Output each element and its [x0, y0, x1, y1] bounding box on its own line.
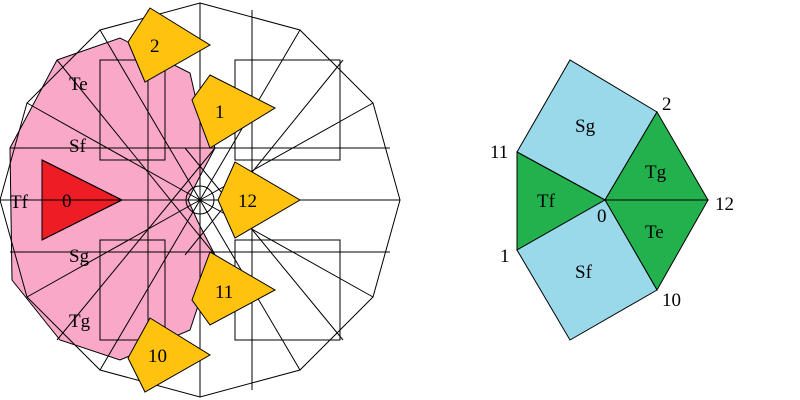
right-label-tg: Tg	[645, 162, 667, 183]
gold-triangle-2	[127, 7, 211, 83]
left-label-te: Te	[69, 74, 88, 95]
left-label-1: 1	[215, 102, 225, 123]
right-label-sg: Sg	[575, 116, 596, 137]
vertex-label-10: 10	[662, 290, 681, 311]
left-label-10: 10	[148, 346, 167, 367]
left-label-2: 2	[150, 36, 160, 57]
left-label-0: 0	[62, 191, 72, 212]
vertex-label-12: 12	[715, 194, 734, 215]
gold-triangle-10	[127, 317, 211, 393]
vertex-label-0: 0	[597, 206, 607, 227]
left-label-sg: Sg	[69, 246, 90, 267]
gold-triangle-12	[217, 161, 301, 239]
dodecagon-figure: Te Sf Tf 0 Sg Tg 2 1 12 11 10	[0, 2, 401, 398]
left-label-sf: Sf	[69, 136, 87, 157]
vertex-label-2: 2	[662, 94, 672, 115]
gold-triangle-11	[191, 251, 277, 326]
right-label-sf: Sf	[575, 262, 593, 283]
right-label-te: Te	[645, 222, 664, 243]
right-label-tf: Tf	[537, 191, 556, 212]
left-label-tg: Tg	[69, 311, 91, 332]
left-label-12: 12	[238, 191, 257, 212]
left-label-11: 11	[215, 282, 233, 303]
vertex-label-11: 11	[490, 142, 508, 163]
hexagon-figure: Sg Tg Tf Te Sf 2 11 12 0 1 10	[490, 59, 734, 341]
vertex-label-1: 1	[500, 246, 510, 267]
face-sf	[516, 199, 658, 341]
gold-triangle-1	[191, 74, 277, 149]
left-label-tf: Tf	[10, 192, 29, 213]
